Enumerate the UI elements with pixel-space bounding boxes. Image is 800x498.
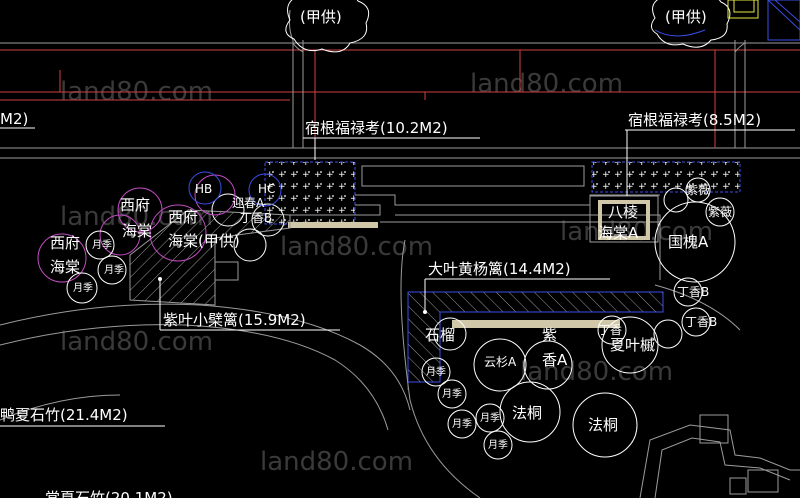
tree-label-haitang-3: 海棠(甲供) [168, 232, 240, 250]
area-label-dianthus: 鸭夏石竹(21.4M2) [0, 406, 128, 424]
area-label-left-top: M2) [0, 110, 28, 128]
tree-label-small-4: 月季 [442, 388, 462, 400]
tree-label-top-right: (甲供) [665, 8, 707, 26]
tree-label-small-3: 月季 [73, 282, 93, 294]
tree-top-right: (甲供) [651, 0, 731, 48]
tree-label-shiliu: 石榴 [425, 326, 455, 344]
watermark: land80.com [60, 327, 213, 357]
tree-label-bajiao: 八棱 [608, 203, 638, 221]
area-label-right-top: 宿根福禄考(8.5M2) [628, 111, 761, 129]
tree-top-left: (甲供) [285, 0, 370, 53]
area-label-center-top: 宿根福禄考(10.2M2) [305, 119, 448, 137]
tree-label-xifu-2: 西府 [50, 234, 80, 252]
tree-label-yongchun: 迎春A [232, 196, 265, 210]
tree-label-small-2: 月季 [104, 264, 124, 276]
tree-label-xifu-3: 西府 [168, 208, 198, 226]
tree-label-hc: HC [258, 182, 275, 196]
tree-label-zi: 紫 [542, 326, 557, 344]
watermark: land80.com [520, 357, 673, 387]
tree-label-haitang-2: 海棠 [50, 258, 80, 276]
watermark: land80.com [280, 232, 433, 262]
tree-label-xiang-a: 香A [542, 351, 568, 369]
tree-label-small-7: 月季 [488, 439, 508, 451]
tree-label-small-6: 月季 [480, 412, 500, 424]
tree-label-hb: HB [195, 182, 212, 196]
lawn-edge-curves [0, 239, 741, 498]
tree-label-small-5: 月季 [452, 418, 472, 430]
tree-label-dingxiang-b3: 丁香B [685, 315, 717, 329]
area-label-barberry: 紫叶小檗篱(15.9M2) [163, 311, 306, 329]
watermark: land80.com [260, 447, 413, 477]
tree-cluster-right [421, 177, 736, 460]
shrub-cluster-left [37, 171, 285, 304]
tree-label-top-left: (甲供) [300, 8, 342, 26]
tree-label-ziwei-1: 紫薇 [686, 183, 710, 197]
tree-label-fatong-2: 法桐 [588, 416, 618, 434]
tree-label-fatong-1: 法桐 [512, 404, 542, 422]
tree-label-ziwei-2: 紫薇 [708, 205, 732, 219]
tree-label-small-8: 月季 [426, 366, 446, 378]
path-structure [288, 165, 661, 280]
tree-label-dingxiang-b2: 丁香B [677, 285, 709, 299]
building-top-right [727, 0, 800, 41]
tree-label-xifu-1: 西府 [120, 196, 150, 214]
area-label-boxwood: 大叶黄杨篱(14.4M2) [428, 260, 571, 278]
tree-label-dingxiang-b: 丁香B [240, 211, 272, 225]
area-label-bottom-cut: 常夏石竹(20.1M2) [45, 489, 173, 498]
tree-label-dingxiang-c: 丁香 [598, 323, 622, 337]
building-bottom-right [639, 414, 800, 498]
tree-label-yunshan: 云杉A [484, 355, 517, 369]
phlox-bed-right [591, 161, 741, 193]
tree-label-haitang-1: 海棠 [122, 222, 152, 240]
watermark: land80.com [470, 69, 623, 99]
phlox-bed-center [264, 161, 356, 225]
tree-label-haitang-a: 海棠A [598, 224, 639, 242]
road-lines [0, 9, 800, 159]
tree-label-small-1: 月季 [92, 239, 112, 251]
barberry-hedge [129, 209, 291, 306]
tree-label-guohuai-a: 国槐A [668, 233, 709, 251]
tree-label-xiayekuai: 夏叶槭 [610, 336, 655, 354]
